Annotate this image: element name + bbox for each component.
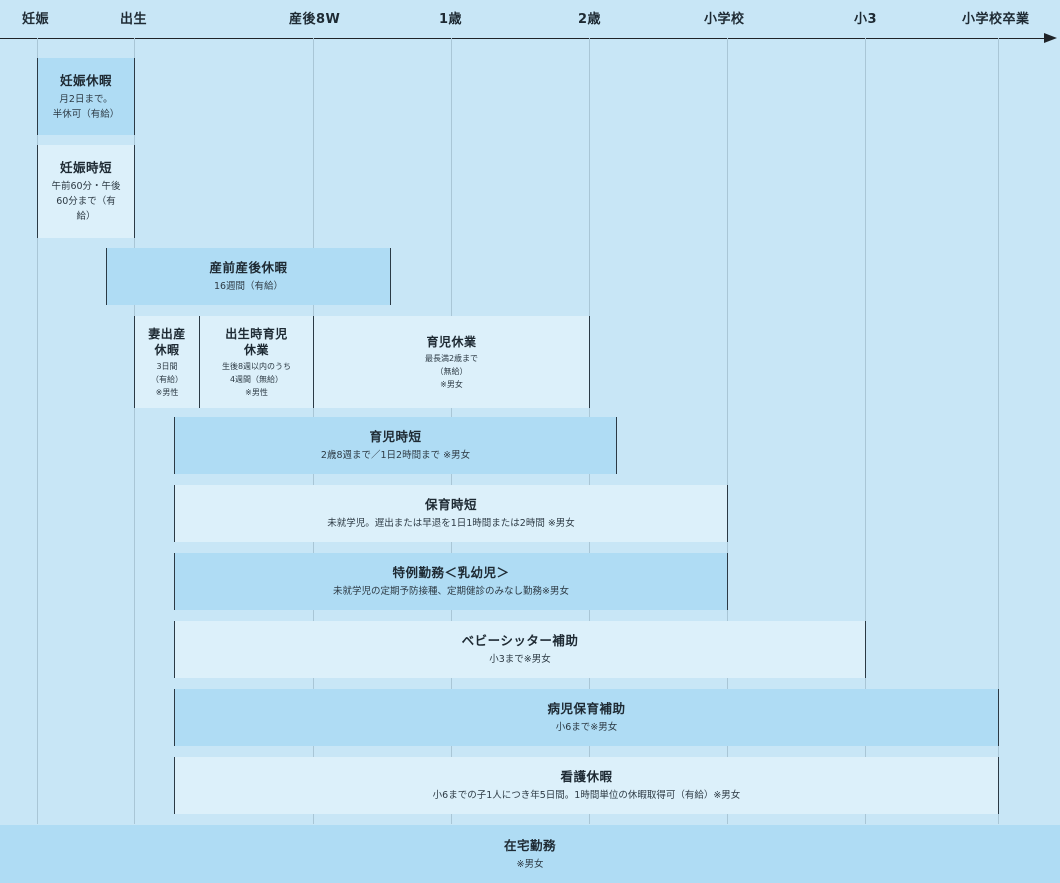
- gridline-birth: [134, 38, 135, 824]
- program-detail: 最長満2歳まで （無給） ※男女: [424, 353, 479, 389]
- stage-label-age1: 1歳: [439, 12, 463, 27]
- program-title: 在宅勤務: [503, 837, 556, 853]
- timeline-axis: [0, 38, 1046, 39]
- program-bar: 妊娠休暇月2日まで。 半休可（有給）: [37, 58, 135, 135]
- program-title: 妊娠休暇: [59, 72, 112, 88]
- stage-label-elementary: 小学校: [704, 12, 745, 27]
- gridline-pregnancy: [37, 38, 38, 824]
- program-detail: 2歳8週まで／1日2時間まで ※男女: [320, 450, 471, 461]
- stage-label-age2: 2歳: [578, 12, 602, 27]
- program-detail: 3日間 （有給） ※男性: [151, 361, 183, 397]
- stage-label-grade3: 小3: [854, 12, 878, 27]
- program-title: 病児保育補助: [547, 701, 626, 716]
- program-detail: 未就学児。遅出または早退を1日1時間または2時間 ※男女: [327, 518, 575, 529]
- program-detail: ※男女: [516, 858, 544, 870]
- timeline-arrowhead: [1044, 33, 1057, 43]
- program-title: 妊娠時短: [59, 160, 112, 175]
- program-title: 特例勤務＜乳幼児＞: [392, 565, 510, 580]
- program-title: 出生時育児 休業: [225, 326, 288, 357]
- stage-label-pregnancy: 妊娠: [22, 12, 50, 27]
- stage-label-graduation: 小学校卒業: [962, 12, 1030, 27]
- program-bar: 出生時育児 休業生後8週以内のうち 4週間（無給） ※男性: [199, 316, 314, 408]
- program-title: 妻出産 休暇: [148, 326, 186, 357]
- gridline-grade3: [865, 38, 866, 824]
- gridline-elementary: [727, 38, 728, 824]
- program-title: 保育時短: [424, 497, 477, 512]
- program-detail: 未就学児の定期予防接種、定期健診のみなし勤務※男女: [333, 586, 569, 597]
- program-detail: 小3まで※男女: [489, 654, 551, 665]
- program-bar: 病児保育補助小6まで※男女: [174, 689, 999, 746]
- program-title: 育児時短: [369, 429, 422, 444]
- program-bar: 在宅勤務 ※男女: [0, 825, 1060, 883]
- program-detail: 小6までの子1人につき年5日間。1時間単位の休暇取得可（有給）※男女: [432, 790, 741, 801]
- program-bar: 看護休暇小6までの子1人につき年5日間。1時間単位の休暇取得可（有給）※男女: [174, 757, 999, 814]
- program-bar: 育児休業最長満2歳まで （無給） ※男女: [313, 316, 590, 408]
- program-detail: 月2日まで。 半休可（有給）: [52, 93, 120, 120]
- gridline-graduation: [998, 38, 999, 824]
- program-bar: 育児時短 2歳8週まで／1日2時間まで ※男女: [174, 417, 617, 474]
- program-bar: 保育時短未就学児。遅出または早退を1日1時間または2時間 ※男女: [174, 485, 728, 542]
- program-bar: 妊娠時短午前60分・午後 60分まで（有 給）: [37, 145, 135, 238]
- program-detail: 16週間（有給）: [213, 281, 284, 292]
- program-bar: 妻出産 休暇 3日間 （有給） ※男性: [134, 316, 200, 408]
- program-title: 看護休暇: [560, 769, 613, 784]
- program-detail: 生後8週以内のうち 4週間（無給） ※男性: [221, 361, 292, 397]
- program-title: ベビーシッター補助: [461, 633, 579, 648]
- program-detail: 小6まで※男女: [555, 722, 618, 733]
- program-bar: ベビーシッター補助小3まで※男女: [174, 621, 866, 678]
- program-detail: 午前60分・午後 60分まで（有 給）: [51, 181, 121, 222]
- program-title: 育児休業: [426, 334, 477, 349]
- stage-label-birth: 出生: [120, 12, 148, 27]
- program-title: 産前産後休暇: [209, 260, 288, 275]
- stage-label-post8w: 産後8W: [289, 12, 341, 27]
- program-bar: 特例勤務＜乳幼児＞ 未就学児の定期予防接種、定期健診のみなし勤務※男女: [174, 553, 728, 610]
- program-bar: 産前産後休暇 16週間（有給）: [106, 248, 391, 305]
